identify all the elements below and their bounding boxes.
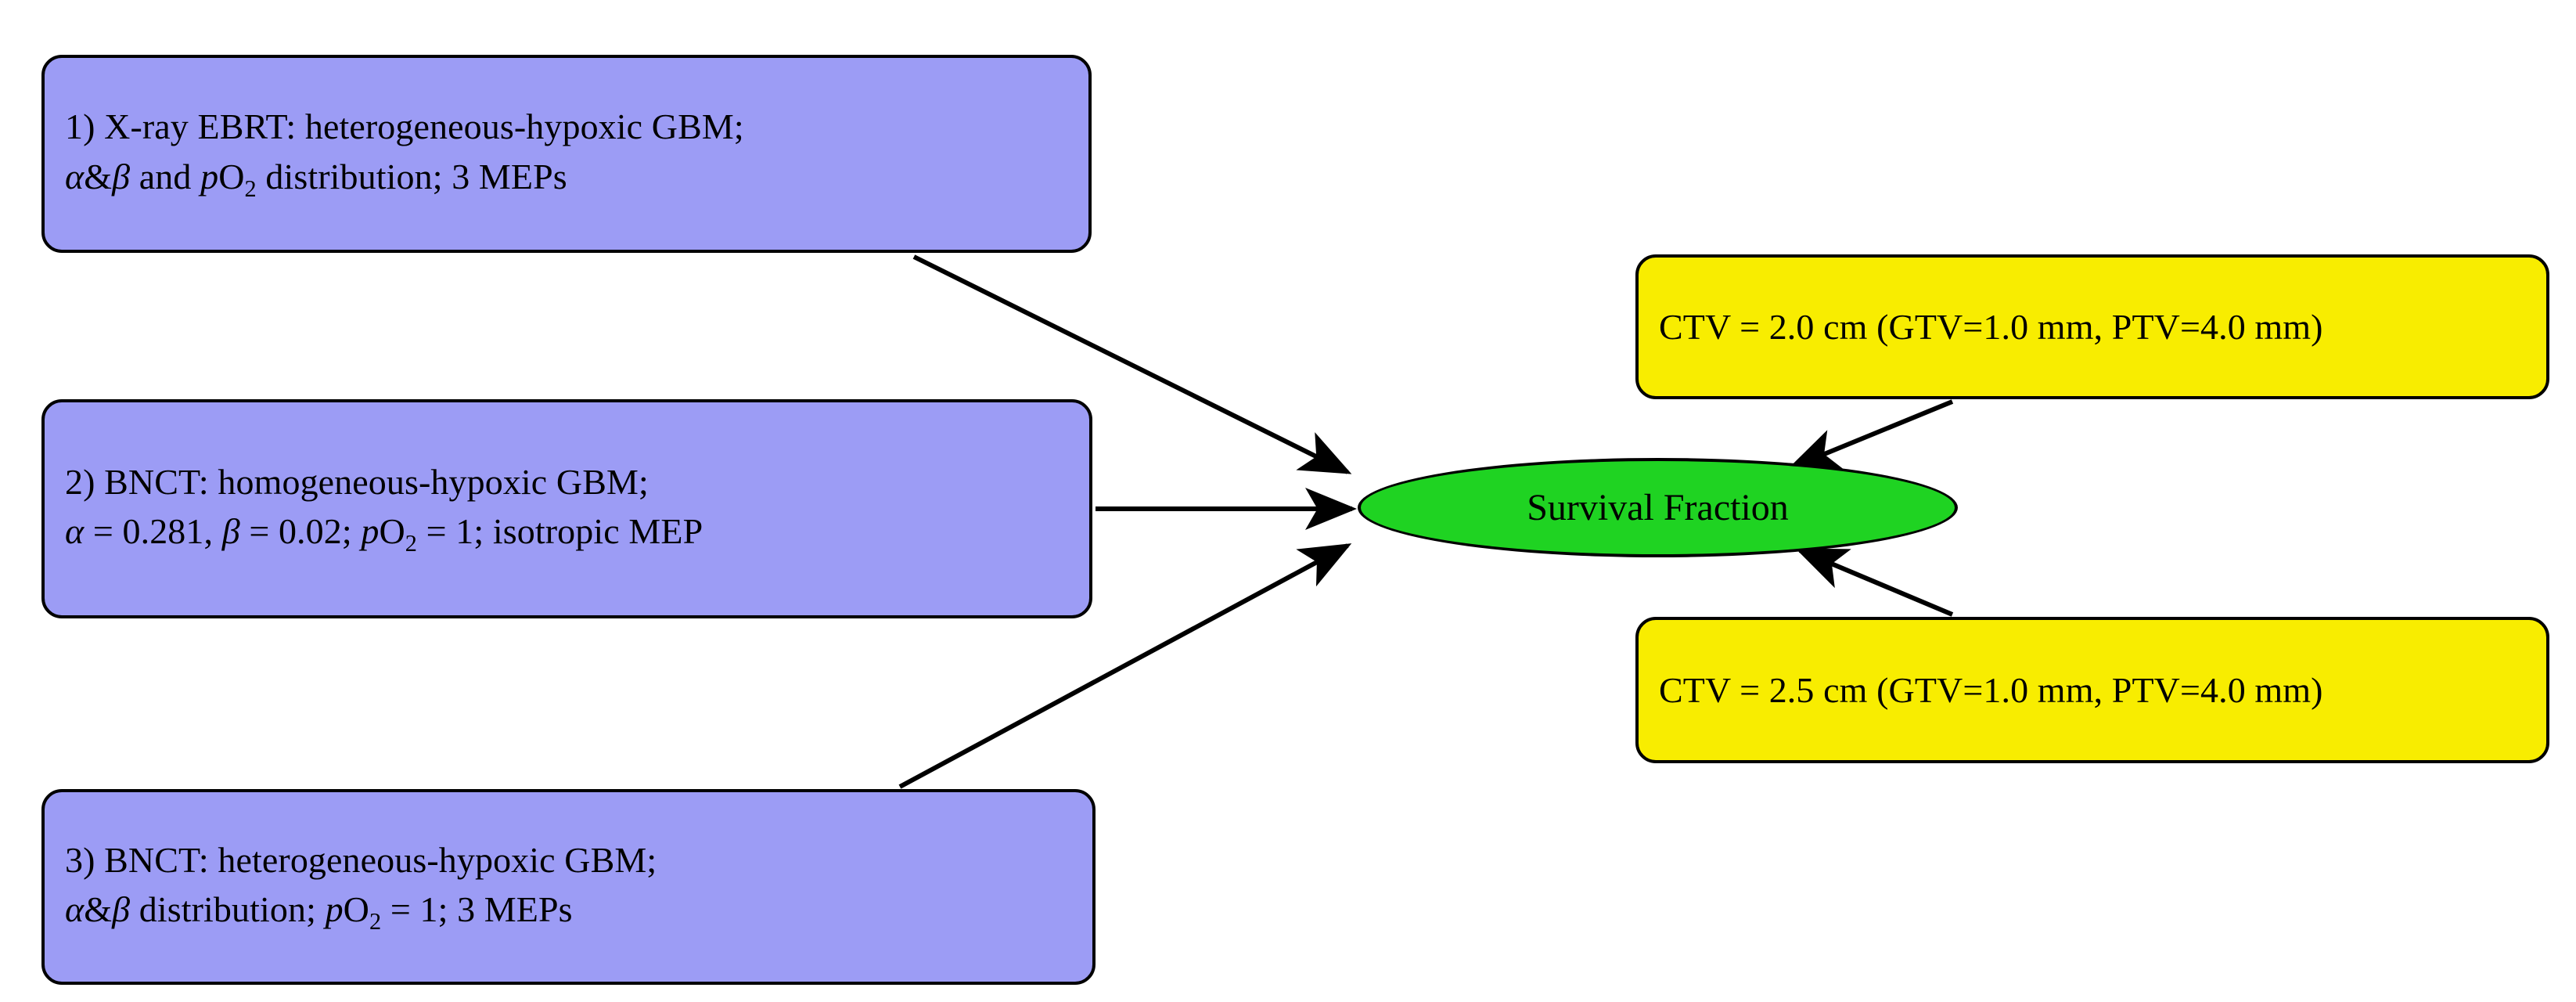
scenario-xray-ebrt-tail: distribution; 3 MEPs <box>256 156 567 196</box>
scenario-box-bnct-heterogeneous[interactable]: 3) BNCT: heterogeneous-hypoxic GBM; α&β … <box>41 789 1096 985</box>
oxygen-subscript: 2 <box>405 530 418 557</box>
alpha-value: = 0.281, <box>84 511 222 552</box>
edge-ctv-2-0-to-survival <box>1787 399 1954 470</box>
partial-pressure-p: p <box>361 511 380 552</box>
target-volume-box-ctv-2-0[interactable]: CTV = 2.0 cm (GTV=1.0 mm, PTV=4.0 mm) <box>1635 254 2549 399</box>
scenario-bnct-heterogeneous-tail: = 1; 3 MEPs <box>381 889 573 930</box>
alpha-symbol: α <box>65 889 85 930</box>
oxygen-symbol: O <box>379 511 405 552</box>
scenario-bnct-homogeneous-tail: = 1; isotropic MEP <box>417 511 703 552</box>
scenario-box-bnct-homogeneous[interactable]: 2) BNCT: homogeneous-hypoxic GBM; α = 0.… <box>41 399 1092 618</box>
scenario-bnct-heterogeneous-line2: α&β distribution; pO2 = 1; 3 MEPs <box>45 885 1092 939</box>
oxygen-symbol: O <box>218 156 245 196</box>
oxygen-subscript: 2 <box>369 908 382 935</box>
outcome-label: Survival Fraction <box>1527 487 1789 528</box>
scenario-xray-ebrt-line1: 1) X-ray EBRT: heterogeneous-hypoxic GBM… <box>65 106 744 147</box>
scenario-bnct-heterogeneous-mid: distribution; <box>130 889 326 930</box>
scenario-box-xray-ebrt[interactable]: 1) X-ray EBRT: heterogeneous-hypoxic GBM… <box>41 55 1092 253</box>
target-volume-ctv-2-5-label: CTV = 2.5 cm (GTV=1.0 mm, PTV=4.0 mm) <box>1659 669 2323 710</box>
scenario-xray-ebrt-line2: α&β and pO2 distribution; 3 MEPs <box>45 152 1088 206</box>
scenario-bnct-homogeneous-line1: 2) BNCT: homogeneous-hypoxic GBM; <box>65 461 649 502</box>
partial-pressure-p: p <box>325 889 344 930</box>
alpha-symbol: α <box>65 156 85 196</box>
ampersand-symbol: & <box>84 156 113 196</box>
oxygen-symbol: O <box>343 889 369 930</box>
alpha-symbol: α <box>65 511 85 552</box>
beta-symbol: β <box>112 156 131 196</box>
oxygen-subscript: 2 <box>244 175 257 202</box>
scenario-bnct-homogeneous-line2: α = 0.281, β = 0.02; pO2 = 1; isotropic … <box>45 506 1089 560</box>
partial-pressure-p: p <box>200 156 219 196</box>
scenario-xray-ebrt-mid: and <box>130 156 201 196</box>
outcome-ellipse-survival-fraction[interactable]: Survival Fraction <box>1358 458 1958 557</box>
beta-value: = 0.02; <box>239 511 362 552</box>
ampersand-symbol: & <box>84 889 113 930</box>
beta-symbol: β <box>112 889 131 930</box>
scenario-bnct-heterogeneous-line1: 3) BNCT: heterogeneous-hypoxic GBM; <box>65 839 657 880</box>
edge-ctv-2-5-to-survival <box>1795 548 1954 617</box>
target-volume-ctv-2-0-label: CTV = 2.0 cm (GTV=1.0 mm, PTV=4.0 mm) <box>1659 306 2323 347</box>
beta-symbol: β <box>221 511 240 552</box>
target-volume-box-ctv-2-5[interactable]: CTV = 2.5 cm (GTV=1.0 mm, PTV=4.0 mm) <box>1635 617 2549 763</box>
